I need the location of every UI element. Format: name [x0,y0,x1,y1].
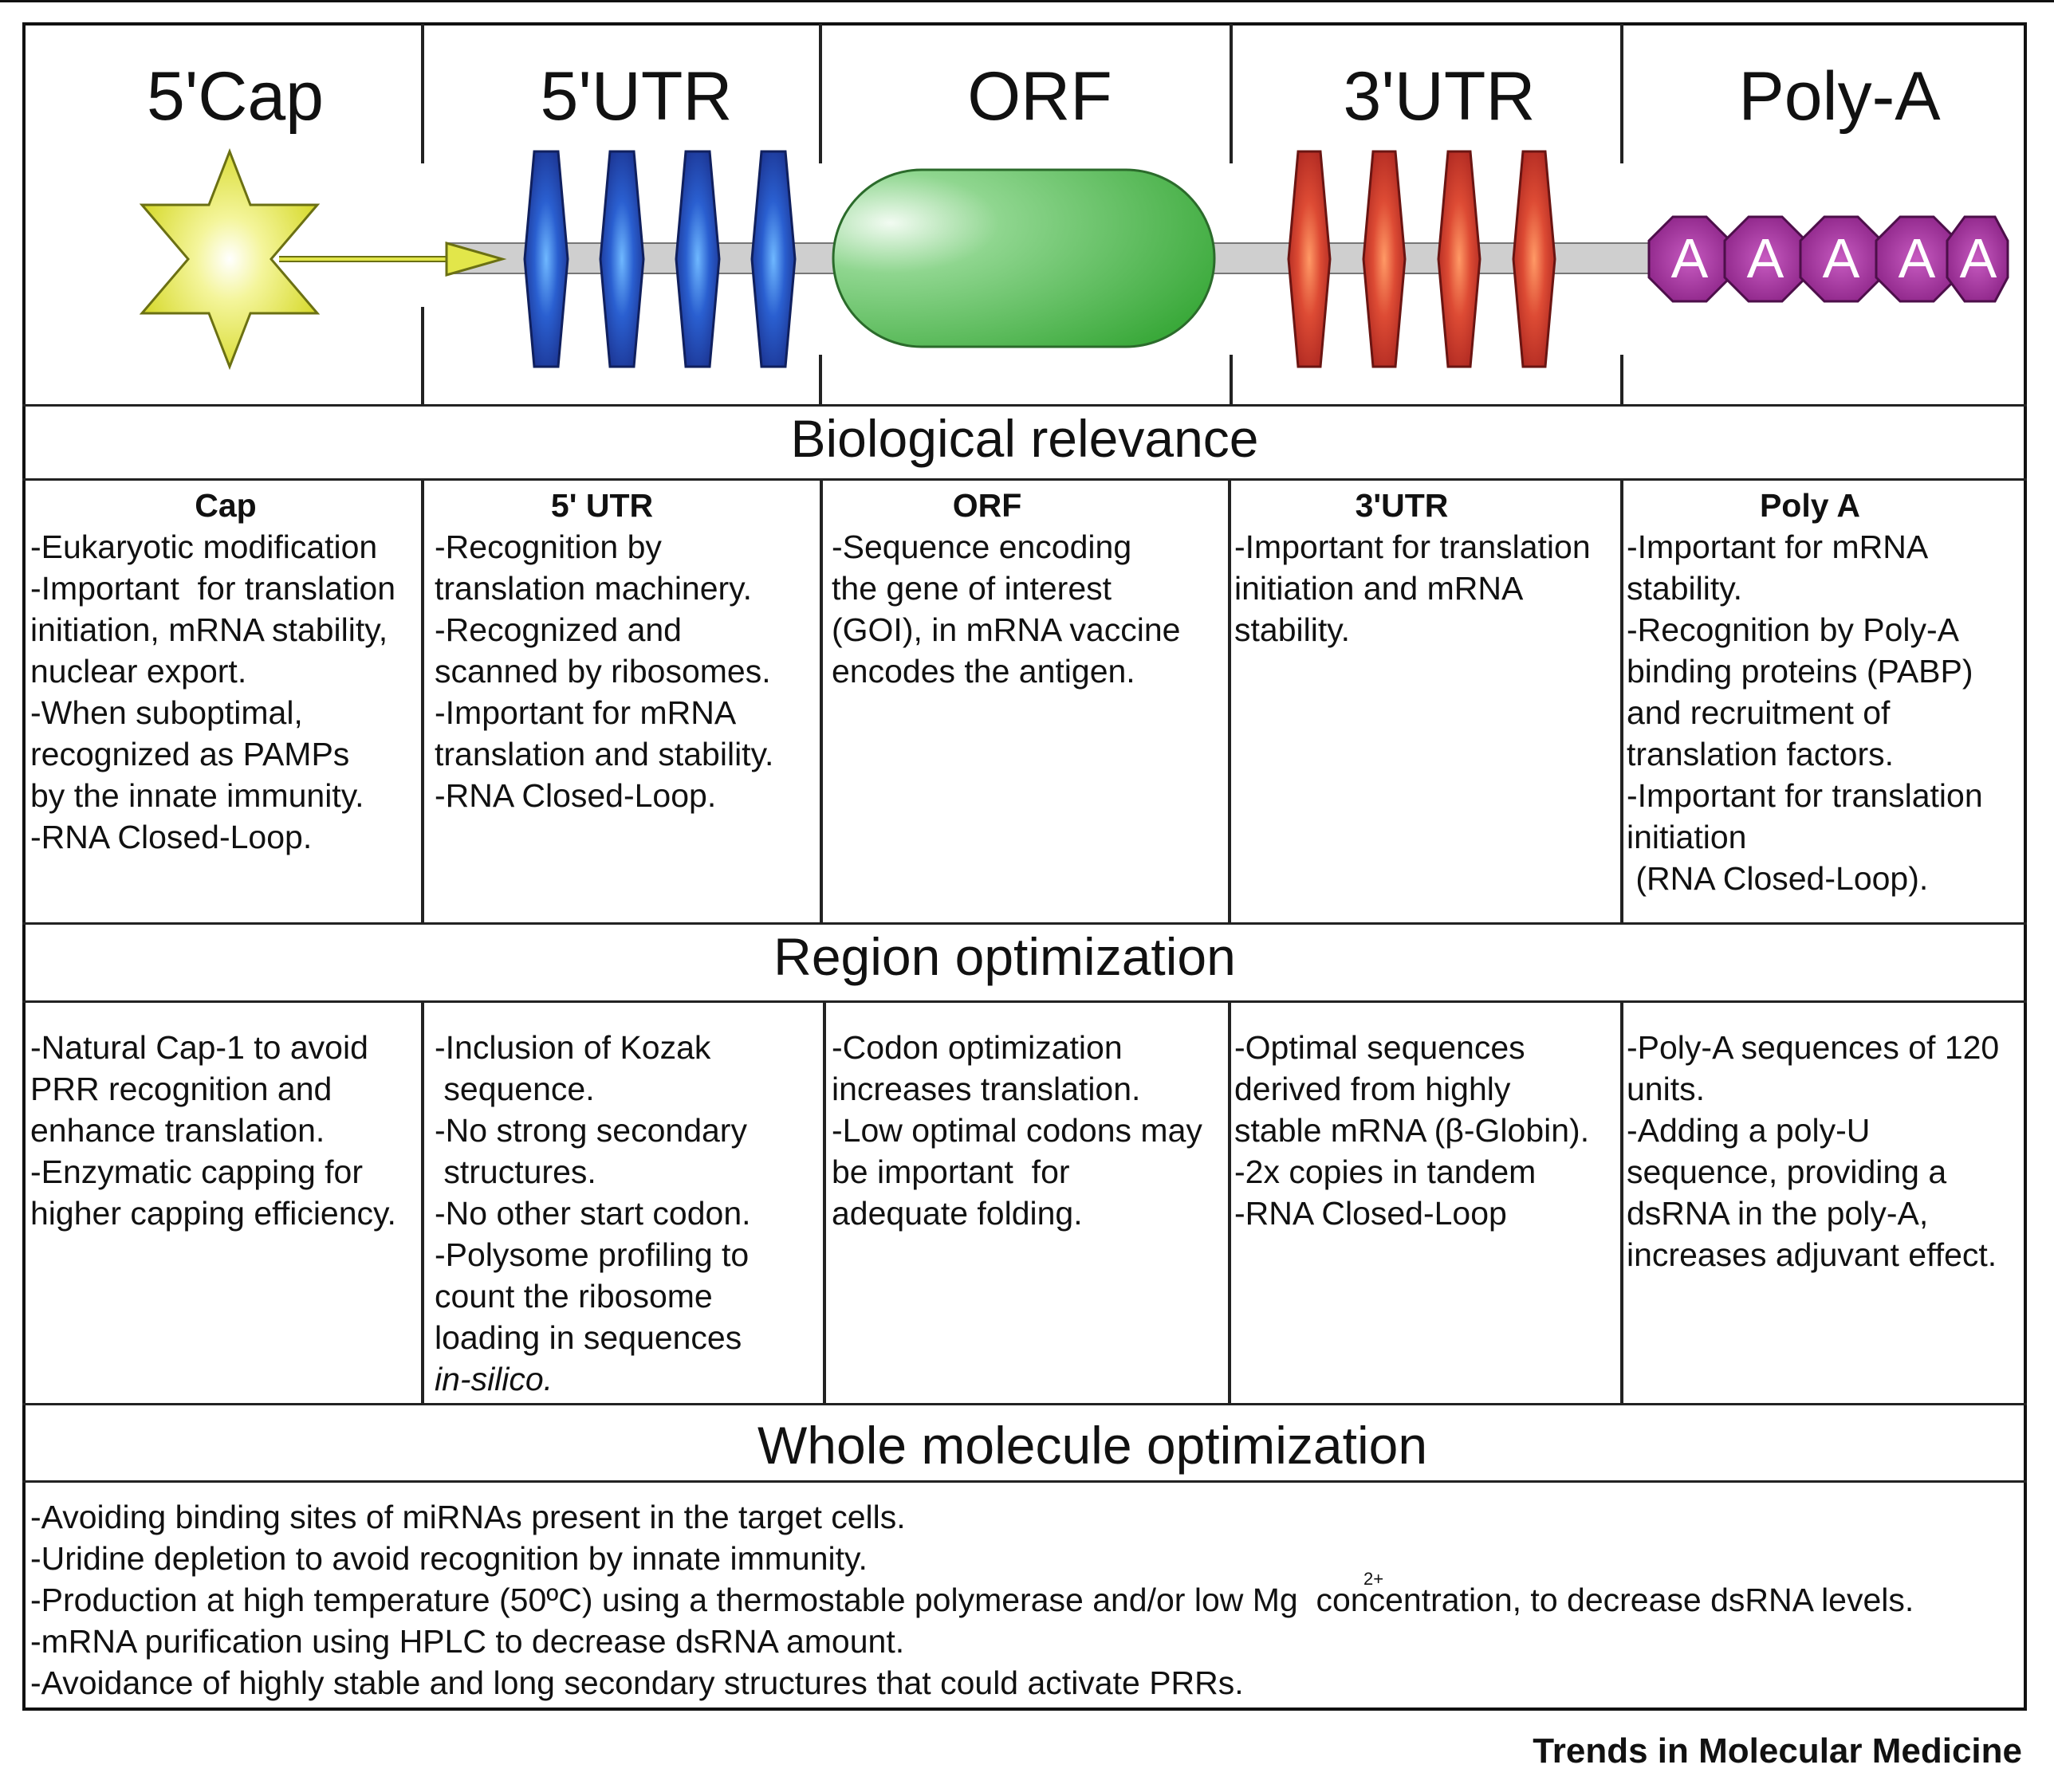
polya-bead-5: A [1946,215,2009,303]
polya-bead-2: A [1723,215,1808,303]
polya-bead-1: A [1647,215,1732,303]
figure-frame [22,22,2027,1711]
divider-top-4b [1620,355,1623,407]
bio-cell-title: ORF [952,487,1022,524]
polya-bead-3: A [1799,215,1883,303]
polya-letter-1: A [1671,227,1709,289]
divider-top-4 [1620,24,1623,163]
polya-bead-4: A [1875,215,1959,303]
mrna-molecule-diagram: A A A A A [139,147,2009,371]
rule-3 [22,922,2027,925]
whole-item: -Production at high temperature (50ºC) u… [30,1582,1914,1618]
divider-opt-3 [1228,1000,1231,1405]
utr3-element-3 [1437,150,1481,368]
divider-top-3b [1230,355,1233,407]
utr3-element-1 [1287,150,1332,368]
bio-cell-title: 3'UTR [1355,487,1449,524]
italic-in-silico: in-silico. [435,1361,553,1397]
bio-cell-cap: Cap -Eukaryotic modification -Important … [30,485,421,858]
region-title-5utr: 5'UTR [540,58,733,135]
bio-cell-orf: ORF -Sequence encoding the gene of inter… [832,485,1222,692]
polya-letter-3: A [1823,227,1860,289]
polya-letter-2: A [1747,227,1784,289]
whole-item: -Uridine depletion to avoid recognition … [30,1540,868,1577]
whole-item: -mRNA purification using HPLC to decreas… [30,1623,905,1660]
whole-item: -Avoidance of highly stable and long sec… [30,1664,1244,1701]
cap-arrow-head [445,242,507,277]
rule-2 [22,478,2027,481]
opt-cell-polya: -Poly-A sequences of 120 units. -Adding … [1627,1029,2000,1273]
polya-letter-4: A [1899,227,1936,289]
rule-6 [22,1480,2027,1483]
divider-top-1b [421,307,424,407]
opt-cell-5utr: -Inclusion of Kozak sequence. -No strong… [435,1027,817,1400]
bio-cell-polya: Poly A -Important for mRNA stability. -R… [1627,485,2025,899]
whole-item: -Avoiding binding sites of miRNAs presen… [30,1499,906,1535]
region-title-orf: ORF [967,58,1112,135]
divider-opt-4 [1620,1000,1623,1405]
utr5-element-4 [750,150,797,368]
mg-superscript: 2+ [1363,1569,1384,1589]
opt-cell-cap: -Natural Cap-1 to avoid PRR recognition … [30,1029,396,1232]
divider-opt-1 [421,1000,424,1405]
divider-bio-3 [1228,478,1231,925]
divider-top-2 [819,24,822,163]
divider-top-1 [421,24,424,163]
utr5-element-2 [599,150,645,368]
divider-bio-1 [421,478,424,925]
divider-top-3 [1230,24,1233,163]
utr5-element-3 [675,150,721,368]
bio-cell-title: Cap [195,487,257,524]
section-title-region: Region optimization [773,927,1236,986]
section-title-bio: Biological relevance [790,409,1259,468]
journal-footer: Trends in Molecular Medicine [1533,1731,2022,1770]
region-title-cap: 5'Cap [146,58,324,135]
orf-capsule [832,168,1216,348]
top-rule [0,0,2054,2]
section-title-whole: Whole molecule optimization [757,1416,1428,1475]
divider-top-2b [819,355,822,407]
rule-4 [22,1000,2027,1003]
utr3-element-2 [1362,150,1407,368]
bio-cell-5utr: 5' UTR -Recognition by translation machi… [435,485,817,816]
cap-star-icon [139,147,321,371]
divider-bio-2 [820,478,823,925]
utr3-element-4 [1512,150,1556,368]
opt-cell-orf: -Codon optimization increases translatio… [832,1029,1202,1232]
rule-1 [22,404,2027,407]
utr5-element-1 [523,150,569,368]
rule-5 [22,1403,2027,1405]
region-title-3utr: 3'UTR [1343,58,1536,135]
opt-cell-3utr: -Optimal sequences derived from highly s… [1234,1029,1590,1232]
bio-cell-title: Poly A [1759,487,1861,524]
bio-cell-title: 5' UTR [550,487,654,524]
whole-molecule-list: -Avoiding binding sites of miRNAs presen… [30,1496,1914,1704]
bio-cell-3utr: 3'UTR -Important for translation initiat… [1234,485,1617,650]
divider-opt-2 [823,1000,826,1405]
region-title-polya: Poly-A [1738,58,1941,135]
polya-letter-5: A [1960,227,1997,289]
divider-bio-4 [1620,478,1623,925]
